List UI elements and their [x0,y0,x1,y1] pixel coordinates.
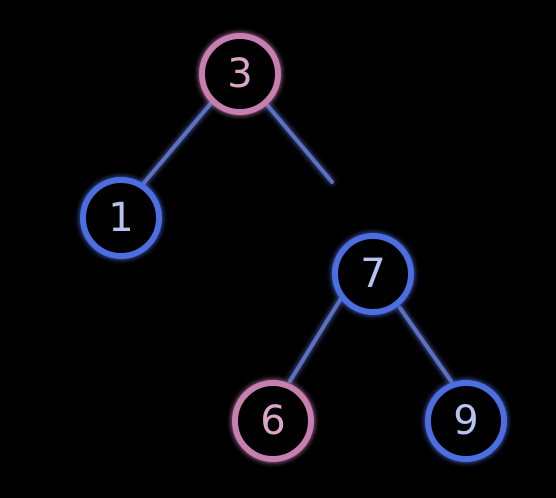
node-label-3: 3 [227,51,252,97]
tree-node-1: 1 [80,177,162,259]
edge-3-1 [141,100,214,186]
tree-node-3: 3 [199,33,281,115]
tree-node-6: 6 [232,380,314,462]
node-ring-7 [332,233,414,315]
node-ring-3 [199,33,281,115]
node-ring-9 [425,380,507,462]
edge-3-right-dangling [266,104,334,184]
tree-node-7: 7 [332,233,414,315]
edge-7-9 [398,306,453,383]
node-label-7: 7 [360,251,385,297]
tree-node-9: 9 [425,380,507,462]
node-label-1: 1 [108,195,133,241]
edge-7-6 [288,298,342,383]
node-ring-6 [232,380,314,462]
node-label-9: 9 [453,398,478,444]
node-label-6: 6 [260,398,285,444]
node-ring-1 [80,177,162,259]
